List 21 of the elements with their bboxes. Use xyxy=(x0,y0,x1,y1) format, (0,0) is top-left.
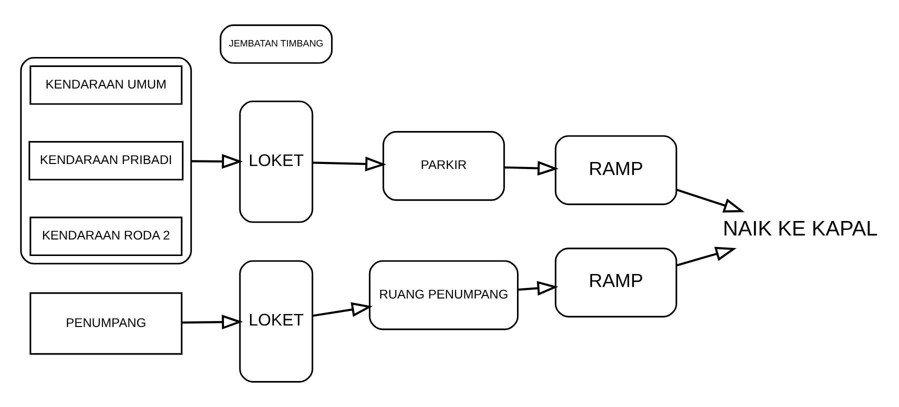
node-box: PARKIR xyxy=(382,131,505,201)
cluster xyxy=(20,56,192,264)
node-box: KENDARAAN PRIBADI xyxy=(28,141,184,180)
arrow xyxy=(312,156,386,172)
node-box: KENDARAAN RODA 2 xyxy=(30,216,182,256)
arrow xyxy=(504,160,559,176)
node-box: RUANG PENUMPANG xyxy=(368,260,519,330)
node-box: KENDARAAN UMUM xyxy=(30,65,182,105)
arrow xyxy=(312,302,373,317)
node-text: NAIK KE KAPAL xyxy=(722,217,878,240)
arrow xyxy=(191,154,243,169)
arrow xyxy=(676,188,745,212)
arrow xyxy=(182,314,243,330)
arrow xyxy=(676,246,737,266)
node-box: LOKET xyxy=(239,260,314,383)
node-box: RAMP xyxy=(554,135,678,206)
node-box: RAMP xyxy=(554,248,678,318)
node-box: LOKET xyxy=(239,100,314,223)
arrow xyxy=(518,280,558,296)
node-box: PENUMPANG xyxy=(30,292,182,355)
node-box: JEMBATAN TIMBANG xyxy=(220,24,333,64)
